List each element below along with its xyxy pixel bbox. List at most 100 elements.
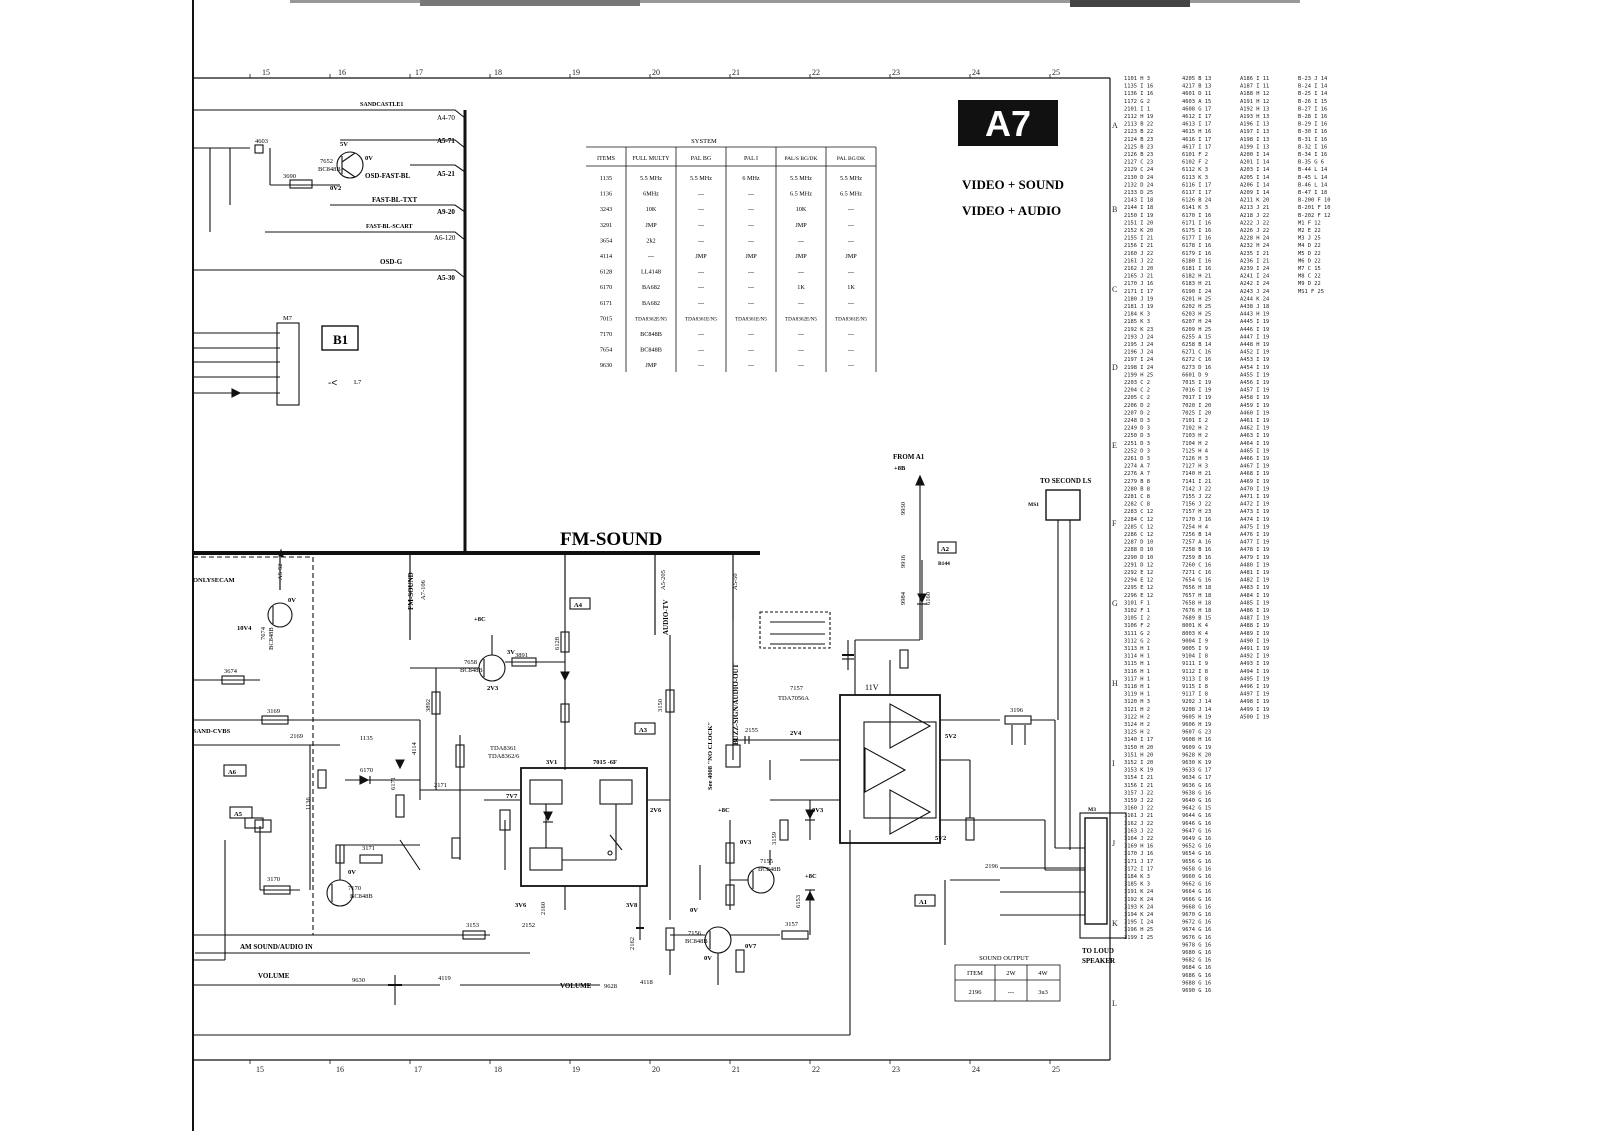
parts-index-entry: 2252 D 3 — [1124, 448, 1150, 454]
grid-bottom-25: 25 — [1052, 1065, 1060, 1074]
parts-index-entry: 2133 D 25 — [1124, 190, 1153, 196]
system-table-cell: 1135 — [600, 175, 612, 182]
parts-index-entry: 3154 I 21 — [1124, 775, 1153, 781]
parts-index-entry: A232 H 24 — [1240, 243, 1269, 249]
label-am-sound: AM SOUND/AUDIO IN — [240, 943, 313, 951]
parts-index-entry: A244 K 24 — [1240, 296, 1269, 302]
parts-index-entry: 9662 G 16 — [1182, 882, 1211, 888]
parts-index-entry: 2160 J 22 — [1124, 251, 1153, 257]
parts-index-entry: A500 I 19 — [1240, 714, 1269, 720]
parts-index-entry: 7257 A 16 — [1182, 540, 1211, 546]
parts-index-entry: 9104 I 8 — [1182, 654, 1208, 660]
sound-row-4w: 3u3 — [1038, 989, 1048, 996]
label-r3157: 3157 — [785, 921, 799, 928]
parts-index-entry: 3122 H 2 — [1124, 714, 1150, 720]
parts-index-entry: 4603 A 15 — [1182, 99, 1211, 105]
parts-index-entry: 6178 I 16 — [1182, 243, 1211, 249]
parts-index-entry: 7157 H 23 — [1182, 509, 1211, 515]
sound-row-2w: --- — [1008, 989, 1015, 996]
parts-index-entry: 7259 B 16 — [1182, 555, 1211, 561]
label-i4114: 4114 — [411, 741, 418, 755]
grid-right-g: G — [1112, 599, 1118, 608]
parts-index-entry: A187 I 11 — [1240, 84, 1269, 90]
label-d6171: 6171 — [390, 777, 397, 790]
parts-index-entry: 9688 G 16 — [1182, 980, 1211, 986]
system-table-cell: --- — [698, 269, 704, 276]
system-table-cell: --- — [698, 362, 704, 369]
label-j9930: 9930 — [900, 502, 907, 515]
parts-index-entry: 6112 K 3 — [1182, 167, 1208, 173]
parts-index-entry: 3125 H 2 — [1124, 730, 1150, 736]
system-table-cell: --- — [848, 206, 854, 213]
label-v0-7674: 0V — [288, 597, 296, 604]
system-table-cell: --- — [698, 206, 704, 213]
parts-index-entry: A493 I 19 — [1240, 661, 1269, 667]
parts-index-entry: 8003 K 4 — [1182, 631, 1208, 637]
parts-index-entry: 2249 D 3 — [1124, 426, 1150, 432]
parts-index-entry: 3162 J 22 — [1124, 821, 1153, 827]
parts-index-entry: 2279 B 8 — [1124, 479, 1150, 485]
label-d6170: 6170 — [360, 767, 373, 774]
label-only-secam: ONLYSECAM — [193, 577, 235, 584]
parts-index-entry: 3152 I 20 — [1124, 760, 1153, 766]
parts-index-entry: 9658 G 16 — [1182, 866, 1211, 872]
parts-index-entry: A213 J 21 — [1240, 205, 1269, 211]
parts-index-entry: 3170 J 16 — [1124, 851, 1153, 857]
parts-index-entry: A239 I 24 — [1240, 266, 1269, 272]
system-table-cell: JMP — [795, 222, 807, 229]
parts-index-entry: A456 I 19 — [1240, 380, 1269, 386]
parts-index-entry: 2196 J 24 — [1124, 350, 1153, 356]
sound-col-2w: 2W — [1006, 970, 1016, 977]
parts-index-entry: 9636 G 16 — [1182, 783, 1211, 789]
parts-index-entry: 9664 G 16 — [1182, 889, 1211, 895]
parts-index-entry: 9640 G 16 — [1182, 798, 1211, 804]
parts-index-entry: 7127 H 3 — [1182, 464, 1208, 470]
grid-right-i: I — [1112, 759, 1115, 768]
label-ms1: MS1 — [1028, 502, 1039, 508]
connector-boxes-right — [914, 541, 957, 907]
parts-index-entry: 4616 I 17 — [1182, 137, 1211, 143]
parts-index-entry: 7656 H 18 — [1182, 585, 1211, 591]
badge-text: A7 — [985, 103, 1031, 144]
system-table-cell: 6.5 MHz — [790, 191, 812, 198]
parts-index-entry: 2152 K 20 — [1124, 228, 1153, 234]
parts-index-entry: 9606 H 19 — [1182, 722, 1211, 728]
label-osd-fast-bl: OSD-FAST-BL — [365, 172, 410, 180]
parts-index-entry: 6273 D 16 — [1182, 365, 1211, 371]
parts-index-entry: 9682 G 16 — [1182, 958, 1211, 964]
parts-index-entry: 3157 J 22 — [1124, 790, 1153, 796]
parts-index-entry: 3194 K 24 — [1124, 912, 1153, 918]
grid-bottom-19: 19 — [572, 1065, 580, 1074]
parts-index-entry: A445 I 19 — [1240, 319, 1269, 325]
left-middle-labels: ONLYSECAM 7674 BC848B 0V 10V4 3674 3169 … — [193, 577, 653, 990]
label-c2152: 2152 — [522, 922, 535, 929]
system-table-cell: --- — [798, 331, 804, 338]
sound-col-item: ITEM — [967, 970, 983, 977]
sound-row-item: 2196 — [969, 989, 983, 996]
parts-index-entry: 9680 G 16 — [1182, 950, 1211, 956]
parts-index-entry: 7017 I 19 — [1182, 395, 1211, 401]
parts-index-entry: 6258 B 14 — [1182, 342, 1211, 348]
parts-index-entry: A488 I 19 — [1240, 623, 1269, 629]
label-0v3: 0V3 — [812, 807, 824, 814]
top-left-labels: SANDCASTLE1 A4-70 A5-71 A5-21 OSD-FAST-B… — [255, 102, 456, 282]
label-from-a1: FROM A1 — [893, 453, 925, 461]
parts-index-entry: 7126 H 3 — [1182, 456, 1208, 462]
parts-index-entry: 7676 H 18 — [1182, 608, 1211, 614]
parts-index-entry: A464 I 19 — [1240, 441, 1269, 447]
parts-index-entry: 9649 G 16 — [1182, 836, 1211, 842]
system-table-cell: --- — [698, 331, 704, 338]
parts-index-entry: 6271 C 16 — [1182, 350, 1211, 356]
parts-index-entry: A243 J 24 — [1240, 289, 1269, 295]
label-7v7: 7V7 — [506, 793, 518, 800]
label-volume-left: VOLUME — [258, 972, 290, 980]
parts-index-entry: A482 I 19 — [1240, 578, 1269, 584]
parts-index-entry: A470 I 19 — [1240, 486, 1269, 492]
system-table-cell: JMP — [645, 222, 657, 229]
label-c2196: 2196 — [985, 863, 999, 870]
system-table-header: ITEMS — [597, 156, 615, 162]
l7-arrow-icon: -< — [328, 378, 337, 389]
parts-index-entry: A489 I 19 — [1240, 631, 1269, 637]
parts-index-entry: 7260 C 16 — [1182, 562, 1211, 568]
label-i4603: 4603 — [255, 138, 268, 145]
